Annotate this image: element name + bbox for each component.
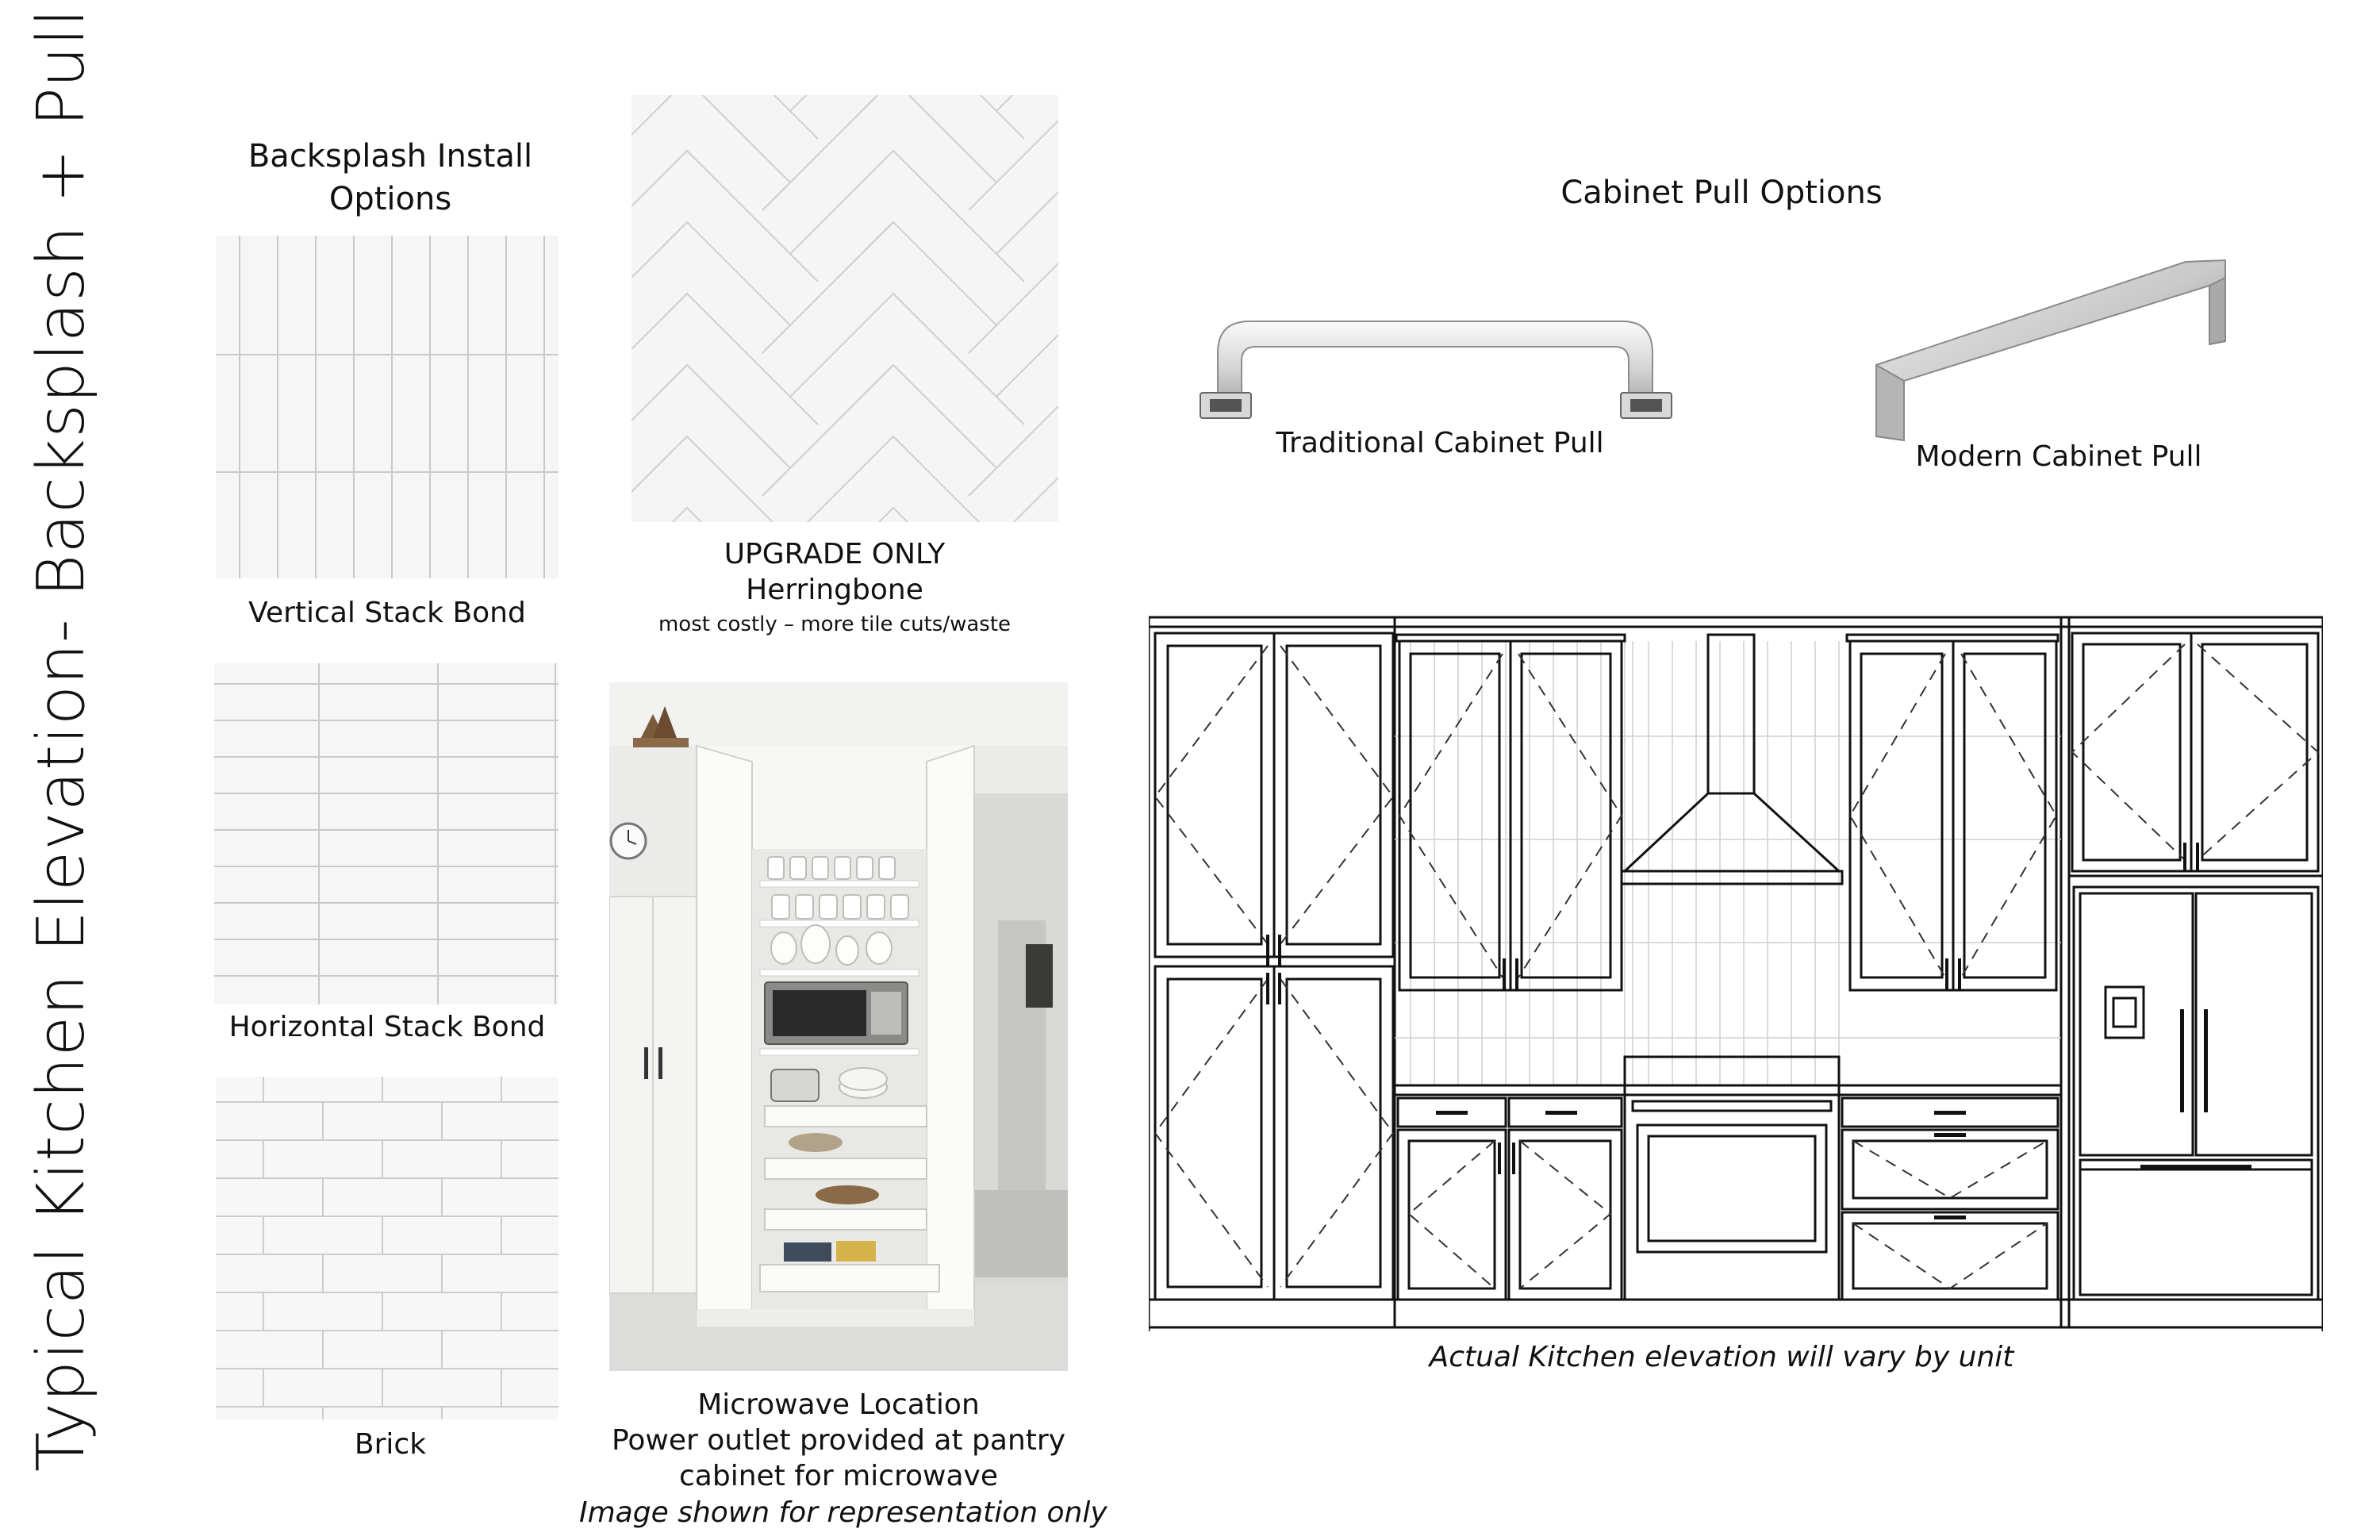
vertical-stack-pattern xyxy=(216,236,559,578)
traditional-pull-icon xyxy=(1200,321,1672,419)
herringbone-pattern xyxy=(631,95,1058,522)
microwave-icon xyxy=(764,981,908,1045)
brick-pattern xyxy=(216,1077,559,1419)
vertical-stack-label: Vertical Stack Bond xyxy=(248,597,526,629)
horizontal-stack-pattern xyxy=(214,663,559,1004)
pantry-illustration xyxy=(609,682,1068,1371)
vertical-stack-bond-swatch xyxy=(216,236,559,578)
herringbone-note: most costly – more tile cuts/waste xyxy=(658,613,1012,636)
backsplash-heading: Backsplash Install Options xyxy=(248,138,533,217)
microwave-note: Image shown for representation only xyxy=(579,1496,1107,1529)
range-hood-icon xyxy=(1620,633,1844,885)
elevation-caption: Actual Kitchen elevation will vary by un… xyxy=(1429,1341,2014,1373)
brick-swatch xyxy=(216,1077,559,1419)
cabinet-pull-heading: Cabinet Pull Options xyxy=(1560,175,1883,211)
herringbone-upgrade-label: UPGRADE ONLY xyxy=(724,538,946,570)
herringbone-swatch xyxy=(631,95,1058,522)
refrigerator-icon xyxy=(2072,885,2320,1301)
kitchen-elevation-drawing xyxy=(1149,609,2323,1333)
modern-pull-image xyxy=(1868,254,2241,444)
horizontal-stack-bond-swatch xyxy=(214,663,559,1004)
modern-pull-icon xyxy=(1875,259,2226,442)
brick-label: Brick xyxy=(354,1428,427,1461)
herringbone-label: Herringbone xyxy=(746,574,923,606)
modern-pull-label: Modern Cabinet Pull xyxy=(1915,440,2202,473)
traditional-pull-image xyxy=(1194,305,1674,424)
microwave-title: Microwave Location xyxy=(697,1388,980,1421)
microwave-line1: Power outlet provided at pantry xyxy=(611,1424,1065,1457)
microwave-line2: cabinet for microwave xyxy=(678,1460,999,1492)
traditional-pull-label: Traditional Cabinet Pull xyxy=(1276,427,1604,459)
page-title: Typical Kitchen Elevation- Backsplash + … xyxy=(24,7,99,1472)
horizontal-stack-label: Horizontal Stack Bond xyxy=(228,1011,546,1043)
pantry-microwave-photo xyxy=(609,682,1068,1371)
kitchen-elevation-svg xyxy=(1149,616,2323,1331)
